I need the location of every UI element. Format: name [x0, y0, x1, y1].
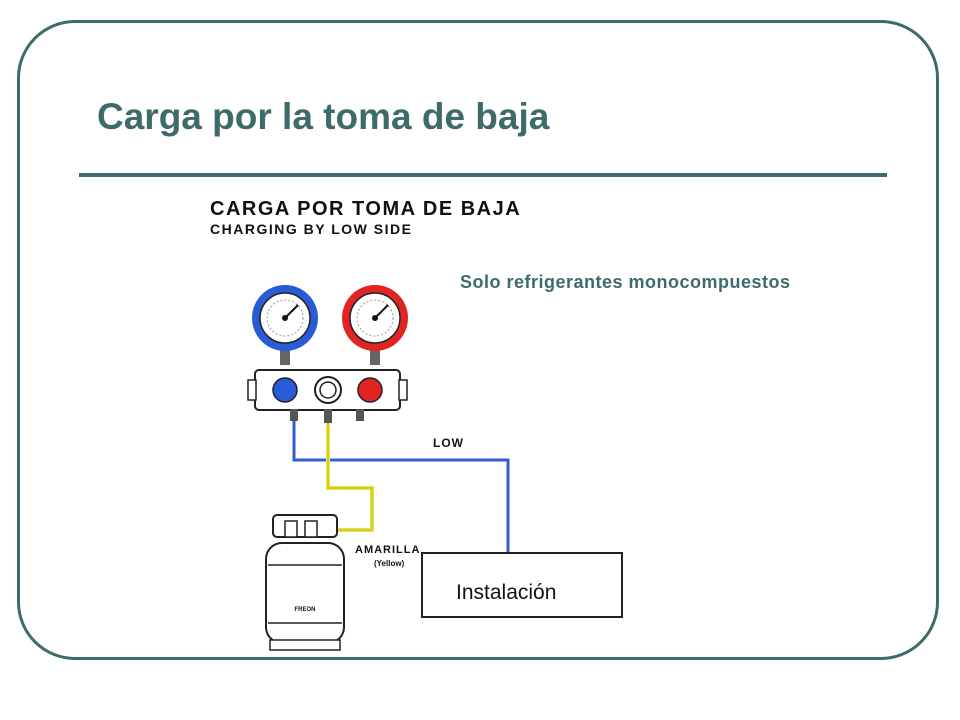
title-divider: [79, 173, 887, 177]
slide-frame: [17, 20, 939, 660]
amarilla-label: AMARILLA: [355, 544, 420, 556]
cylinder-label: FREON: [295, 607, 316, 613]
high-pressure-gauge: [342, 285, 408, 365]
refrigerant-note: Solo refrigerantes monocompuestos: [460, 272, 791, 292]
refrigerant-cylinder: FREON: [265, 514, 345, 651]
yellow-label: (Yellow): [374, 559, 405, 568]
low-side-hose: [292, 421, 510, 555]
diagram-heading-en: CHARGING BY LOW SIDE: [210, 221, 412, 237]
gauge-manifold: [247, 369, 408, 423]
installation-box: Instalación: [421, 552, 623, 618]
diagram-heading-es: CARGA POR TOMA DE BAJA: [210, 198, 521, 220]
charging-diagram: CARGA POR TOMA DE BAJA CHARGING BY LOW S…: [210, 198, 623, 651]
installation-label: Instalación: [456, 581, 556, 604]
low-pressure-gauge: [252, 285, 318, 365]
slide-title: Carga por la toma de baja: [97, 96, 550, 137]
low-label: LOW: [433, 436, 464, 450]
